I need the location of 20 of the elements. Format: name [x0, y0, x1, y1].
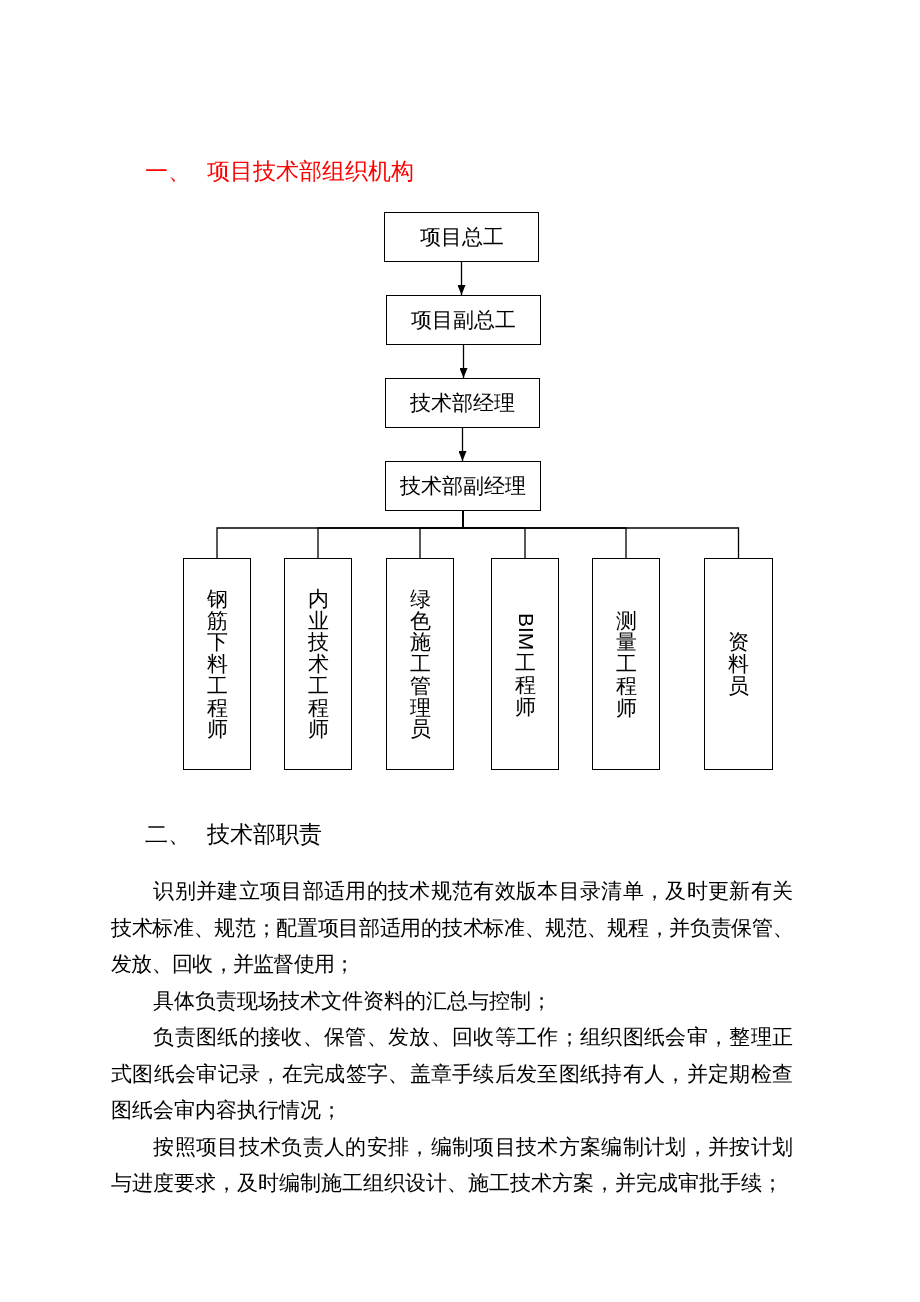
role-box: 测量工程师	[592, 558, 660, 770]
arrow	[459, 344, 468, 379]
arrow	[458, 427, 467, 462]
section-heading: 一、 项目技术部组织机构	[145, 161, 415, 184]
body-paragraph: 具体负责现场技术文件资料的汇总与控制；	[152, 987, 554, 1015]
role-box: 内业技术工程师	[284, 558, 352, 770]
role-box: 资料员	[704, 558, 773, 770]
role-box: 技术部经理	[385, 378, 540, 428]
role-box: 技术部副经理	[385, 461, 541, 511]
section-heading: 二、 技术部职责	[145, 824, 323, 847]
role-box: 项目总工	[384, 212, 539, 262]
body-paragraph: 识别并建立项目部适用的技术规范有效版本目录清单，及时更新有关技术标准、规范；配置项目部适用的技术标准、规范、规程，并负责保管、发放、回收，并监督使用；	[111, 878, 793, 978]
body-paragraph: 负责图纸的接收、保管、发放、回收等工作；组织图纸会审，整理正式图纸会审记录，在完成签字、盖章手续后发至图纸持有人，并定期检查图纸会审内容执行情况；	[111, 1024, 793, 1124]
role-box: BIM工程师	[491, 558, 559, 770]
role-box: 项目副总工	[386, 295, 541, 345]
arrow	[457, 261, 466, 296]
role-box: 钢筋下料工程师	[183, 558, 251, 770]
body-paragraph: 按照项目技术负责人的安排，编制项目技术方案编制计划，并按计划与进度要求，及时编制施工组织设计、施工技术方案，并完成审批手续；	[111, 1133, 793, 1197]
connector-line	[462, 510, 740, 559]
role-box: 绿色施工管理员	[386, 558, 454, 770]
